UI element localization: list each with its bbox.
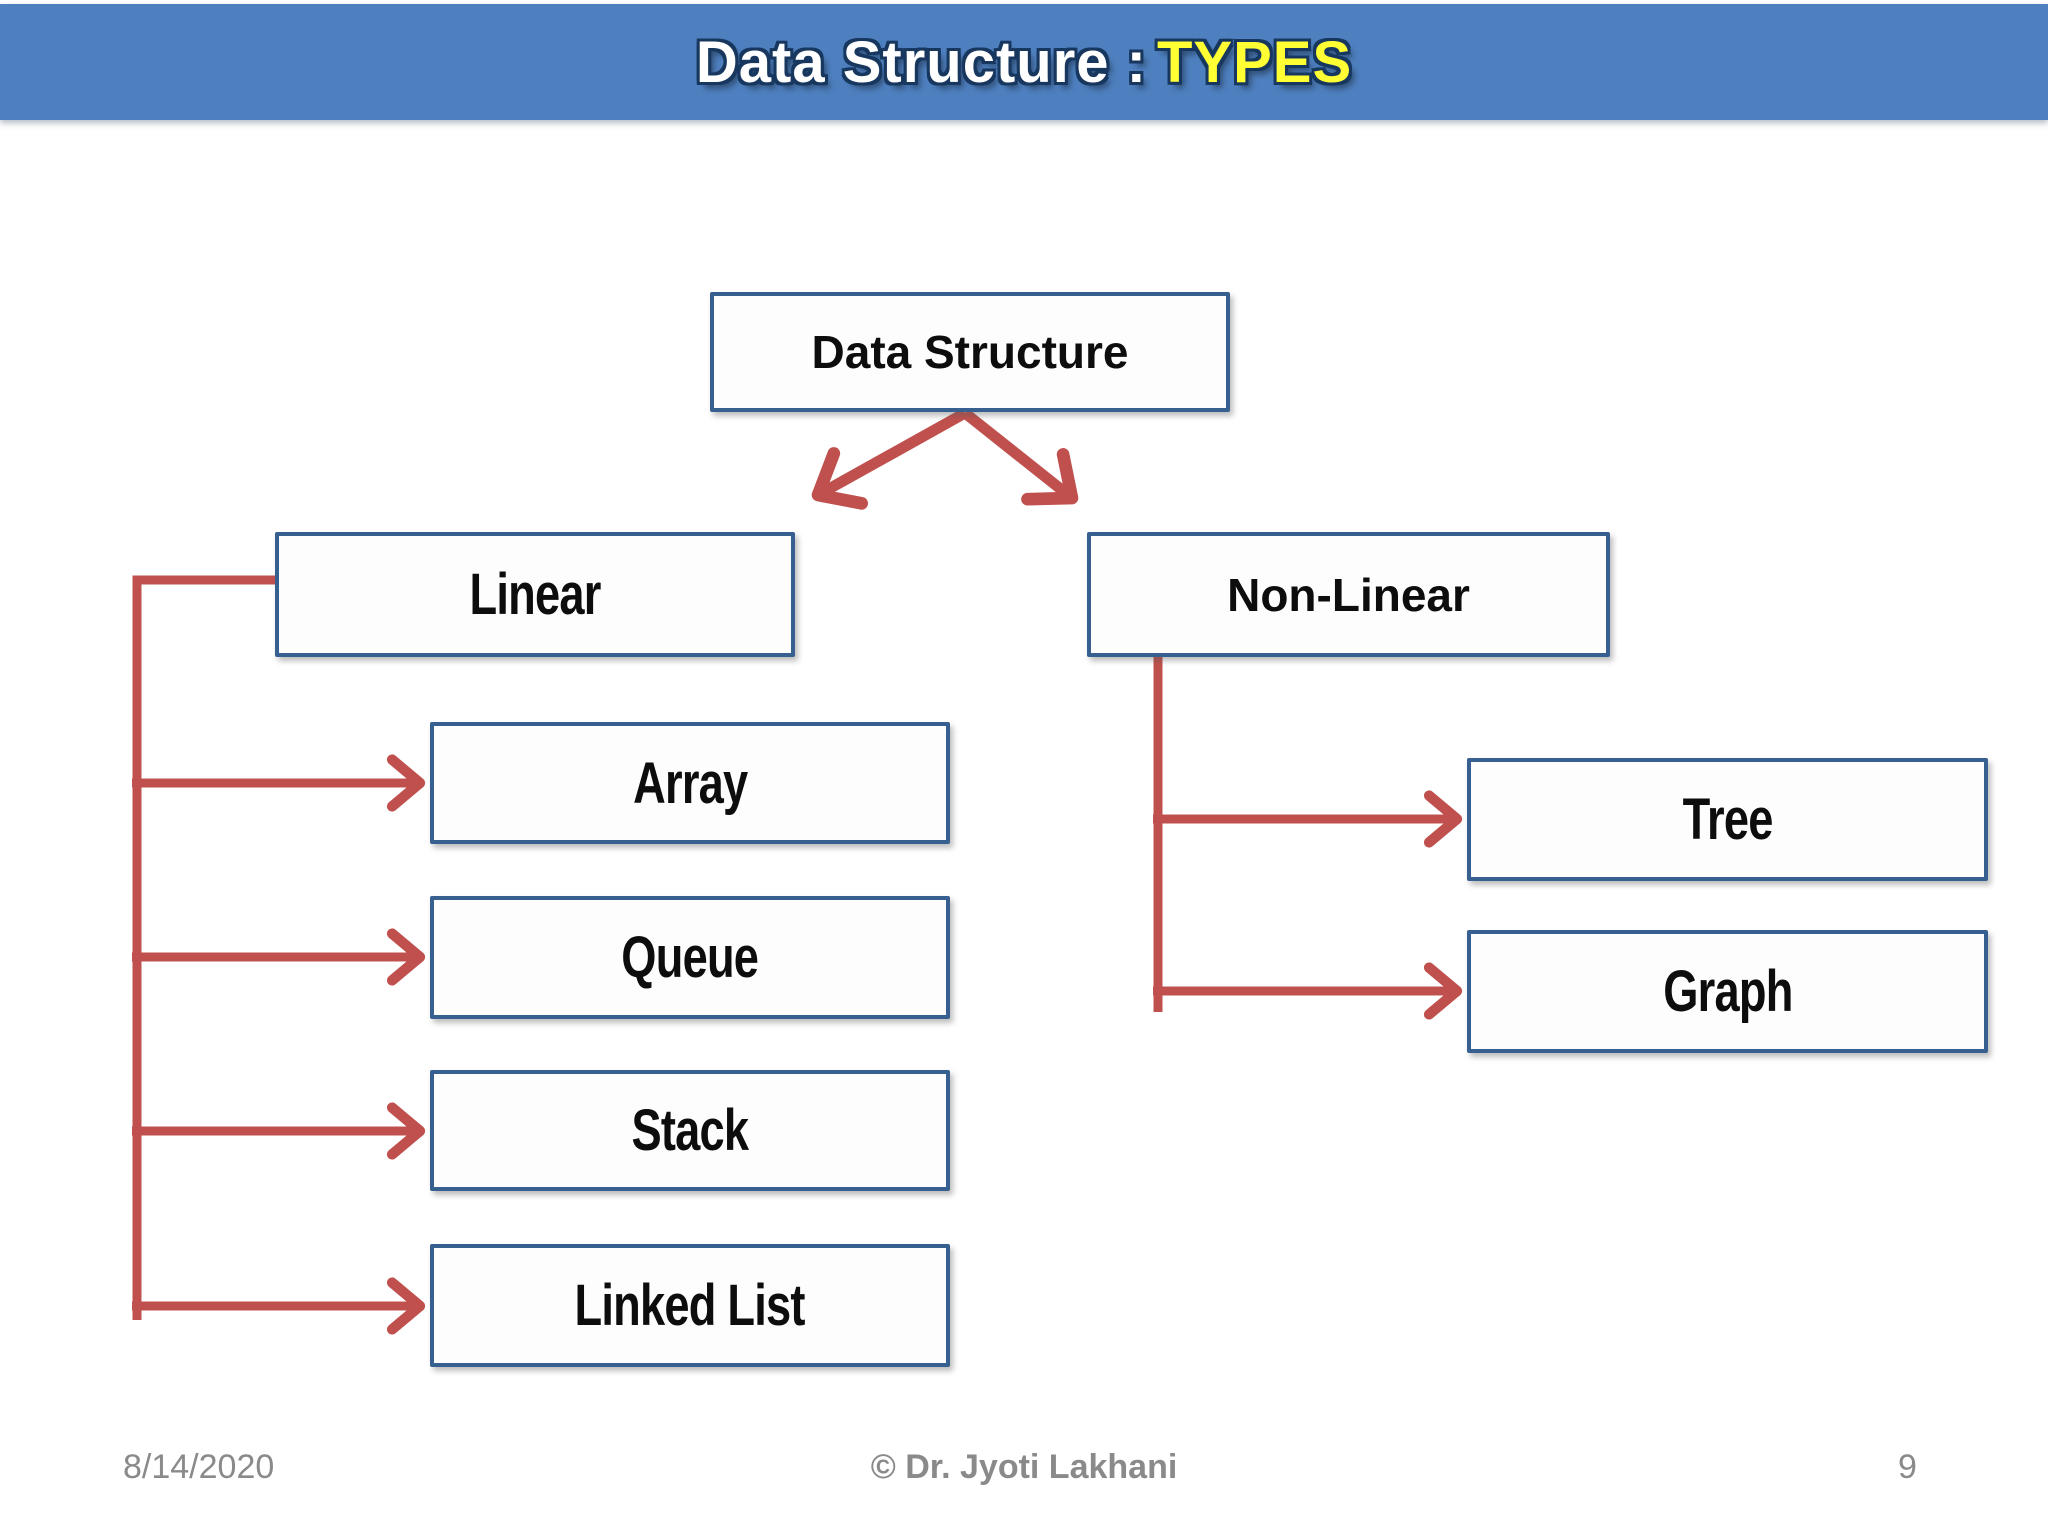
node-tree-label: Tree — [1682, 787, 1774, 852]
node-non-linear-label: Non-Linear — [1227, 568, 1470, 621]
node-non-linear: Non-Linear — [1087, 532, 1610, 657]
node-stack-label: Stack — [631, 1098, 750, 1163]
footer-copyright: © Dr. Jyoti Lakhani — [870, 1448, 1178, 1486]
footer-date: 8/14/2020 — [123, 1448, 275, 1486]
node-graph-label: Graph — [1662, 959, 1793, 1024]
node-queue-label: Queue — [621, 925, 760, 990]
node-tree: Tree — [1467, 758, 1988, 881]
node-linear-label: Linear — [469, 562, 601, 627]
slide-title: Data Structure :TYPES — [696, 29, 1352, 96]
node-array: Array — [430, 722, 950, 844]
node-graph: Graph — [1467, 930, 1988, 1053]
node-linked-list: Linked List — [430, 1244, 950, 1367]
node-array-label: Array — [632, 750, 748, 816]
node-data-structure: Data Structure — [710, 292, 1230, 412]
node-linear: Linear — [275, 532, 795, 657]
footer-page-number: 9 — [1898, 1448, 1917, 1486]
root-to-nonlinear-arrow — [961, 408, 1079, 506]
linear-rail-line — [132, 575, 277, 1320]
node-queue: Queue — [430, 896, 950, 1019]
title-highlight: TYPES — [1156, 29, 1353, 95]
node-linked-list-label: Linked List — [574, 1273, 806, 1338]
title-prefix: Data Structure : — [695, 29, 1147, 95]
root-to-linear-arrow — [811, 408, 968, 510]
node-data-structure-label: Data Structure — [811, 326, 1129, 378]
header-bar: Data Structure :TYPES — [0, 4, 2048, 120]
node-stack: Stack — [430, 1070, 950, 1191]
